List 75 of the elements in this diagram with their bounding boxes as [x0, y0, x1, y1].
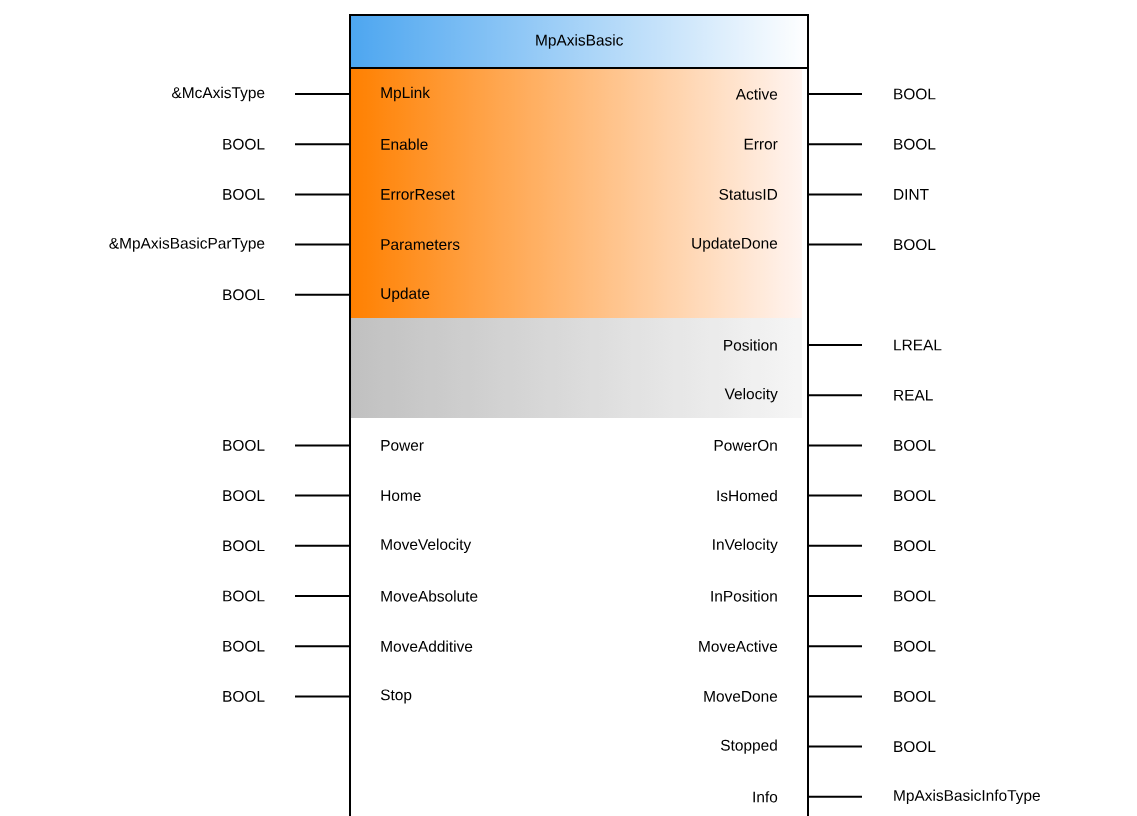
pin-name: MpLink: [381, 86, 430, 102]
data-type: LREAL: [894, 339, 942, 351]
pin-line: [294, 93, 351, 95]
pin-line: [294, 544, 351, 547]
pin-line: [294, 193, 351, 196]
data-type: BOOL: [894, 138, 936, 150]
pin-line: [294, 444, 351, 447]
data-type: BOOL: [894, 590, 936, 602]
pin-line: [807, 394, 863, 397]
pin-name: UpdateDone: [692, 237, 778, 252]
pin-line: [294, 243, 351, 246]
pin-name: PowerOn: [714, 439, 777, 451]
pin-name: MoveVelocity: [381, 538, 472, 553]
pin-name: Update: [381, 287, 430, 302]
pin-name: InPosition: [711, 590, 777, 602]
pin-name: Power: [381, 440, 424, 451]
pin-line: [807, 595, 863, 597]
pin-name: Stop: [380, 689, 412, 704]
pin-name: Parameters: [381, 239, 460, 250]
pin-line: [807, 695, 863, 698]
data-type: BOOL: [894, 690, 936, 702]
data-type: BOOL: [223, 439, 265, 451]
pin-name: MoveDone: [704, 691, 778, 702]
data-type: &MpAxisBasicParType: [109, 237, 265, 252]
data-type: BOOL: [223, 188, 265, 200]
data-type: BOOL: [894, 540, 936, 552]
data-type: BOOL: [894, 640, 936, 652]
pin-line: [807, 544, 863, 547]
pin-name: IsHomed: [717, 489, 777, 502]
pin-name: Info: [753, 791, 778, 803]
data-type: BOOL: [223, 289, 265, 301]
pin-name: InVelocity: [713, 538, 778, 553]
data-type: BOOL: [894, 239, 936, 251]
data-type: BOOL: [223, 590, 265, 602]
pin-name: Home: [381, 490, 421, 501]
pin-name: Enable: [381, 138, 428, 150]
pin-name: Velocity: [724, 388, 778, 403]
data-type: DINT: [894, 189, 929, 200]
data-type: BOOL: [223, 490, 265, 502]
data-type: BOOL: [894, 741, 936, 753]
data-type: REAL: [894, 389, 933, 401]
pin-line: [807, 93, 863, 95]
pin-name: MoveAbsolute: [381, 590, 478, 602]
pin-name: Position: [724, 339, 777, 351]
data-type: BOOL: [894, 439, 936, 451]
pin-line: [294, 695, 351, 698]
pin-name: StatusID: [719, 188, 778, 200]
pin-line: [294, 645, 351, 648]
pin-name: MoveActive: [699, 640, 778, 652]
data-type: BOOL: [223, 540, 265, 552]
pin-line: [807, 494, 863, 497]
pin-line: [294, 293, 351, 296]
pin-line: [807, 243, 863, 246]
pin-line: [294, 595, 351, 597]
pin-line: [807, 745, 863, 748]
pin-name: Active: [735, 88, 778, 100]
pin-line: [807, 143, 863, 146]
pin-line: [807, 795, 863, 798]
pin-line: [807, 444, 863, 447]
pin-line: [807, 344, 863, 346]
data-type: BOOL: [894, 88, 936, 100]
data-type: &McAxisType: [172, 86, 265, 102]
data-type: BOOL: [894, 490, 936, 502]
data-type: BOOL: [223, 640, 265, 652]
data-type: BOOL: [223, 138, 265, 150]
pin-line: [807, 645, 863, 648]
pin-line: [807, 193, 863, 196]
pin-name: Stopped: [721, 739, 777, 754]
pin-line: [294, 143, 351, 146]
pin-name: ErrorReset: [381, 189, 455, 200]
data-type: MpAxisBasicInfoType: [894, 789, 1040, 804]
data-type: BOOL: [223, 690, 265, 702]
pin-name: MoveAdditive: [381, 640, 473, 652]
pin-line: [294, 494, 351, 497]
pin-name: Error: [744, 138, 778, 150]
